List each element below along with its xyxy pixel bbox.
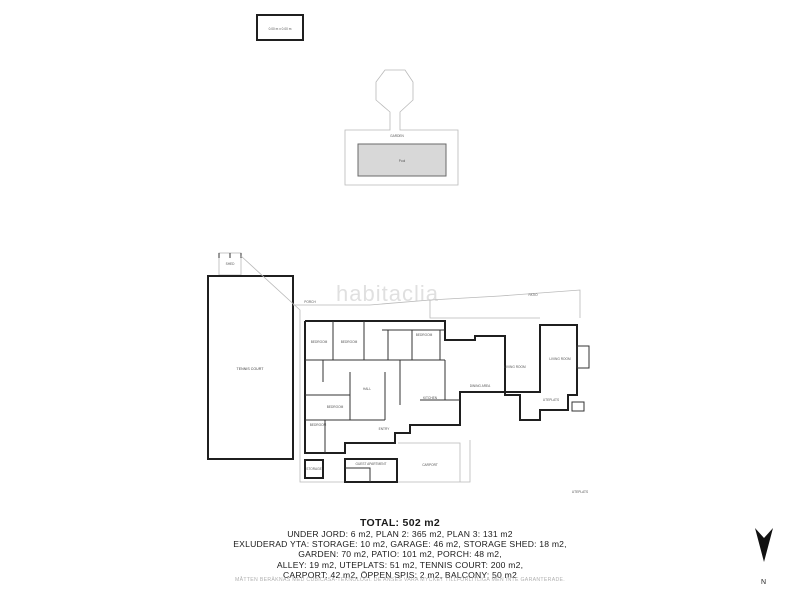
- floor-plan: 0.00 m x 0.00 m GARDEN Pool SHED TENNIS …: [207, 14, 590, 494]
- total-area: TOTAL: 502 m2: [360, 517, 440, 529]
- shed-label: SHED: [226, 262, 236, 266]
- north-label: N: [761, 579, 767, 586]
- disclaimer: MÅTTEN BERÄKNAS MED CUBICASA-TEKNOLOGI. …: [234, 577, 566, 583]
- detached-box-label: 0.00 m x 0.00 m: [269, 27, 292, 31]
- pool-label: Pool: [399, 159, 406, 163]
- interior-walls-south: [305, 394, 385, 453]
- bedroom-partitions: [332, 321, 441, 360]
- detached-box: [256, 14, 304, 41]
- summary-line-4: ALLEY: 19 m2, UTEPLATS: 51 m2, TENNIS CO…: [276, 559, 524, 570]
- patio-label: PATIO: [528, 293, 538, 297]
- tennis-court: [207, 275, 294, 460]
- area-summary: TOTAL: 502 m2 UNDER JORD: 6 m2, PLAN 2: …: [220, 517, 580, 580]
- hall-label: HALL: [363, 387, 371, 391]
- storage: [304, 459, 324, 479]
- summary-line-3: GARDEN: 70 m2, PATIO: 101 m2, PORCH: 48 …: [298, 549, 502, 560]
- bedroom-1-label: BEDROOM: [311, 340, 328, 344]
- carport-label: CARPORT: [422, 463, 438, 467]
- guest-apartment: [344, 458, 398, 483]
- bedroom-4-label: BEDROOM: [327, 405, 344, 409]
- tennis-court-label: TENNIS COURT: [237, 367, 265, 371]
- porch-label: PORCH: [304, 300, 316, 304]
- house-outline-east: [305, 320, 578, 421]
- bedroom-5-label: BEDROOM: [310, 423, 327, 427]
- living-room-2-label: LIVING ROOM: [549, 357, 571, 361]
- pool: [357, 143, 447, 177]
- living-room-label: LIVING ROOM: [504, 365, 526, 369]
- bedroom-3-label: BEDROOM: [416, 333, 433, 337]
- uteplats-label: UTEPLATS: [543, 398, 559, 402]
- house-outline-south: [304, 321, 505, 454]
- outer-fence-west: [240, 255, 471, 483]
- summary-line-1: UNDER JORD: 6 m2, PLAN 2: 365 m2, PLAN 3…: [287, 529, 513, 539]
- guest-label: GUEST APARTMENT: [356, 462, 387, 466]
- interior-walls: [305, 359, 460, 420]
- bedroom-2-label: BEDROOM: [341, 340, 358, 344]
- summary-line-5: CARPORT: 42 m2, ÖPPEN SPIS: 2 m2, BALCON…: [283, 569, 517, 580]
- dining-label: DINING AREA: [470, 384, 491, 388]
- outer-fence-north: [293, 289, 581, 318]
- summary-line-2: EXLUDERAD YTA: STORAGE: 10 m2, GARAGE: 4…: [233, 539, 567, 550]
- garden-outline: [344, 69, 459, 186]
- north-arrow-icon: [755, 528, 773, 562]
- garden-label: GARDEN: [390, 134, 404, 138]
- watermark: habitaclia: [336, 281, 439, 306]
- uteplats-corner-label: UTEPLATS: [572, 490, 588, 494]
- entry-label: ENTRY: [379, 427, 391, 431]
- storage-label: STORAGE: [306, 467, 322, 471]
- kitchen-label: KITCHEN: [423, 396, 438, 400]
